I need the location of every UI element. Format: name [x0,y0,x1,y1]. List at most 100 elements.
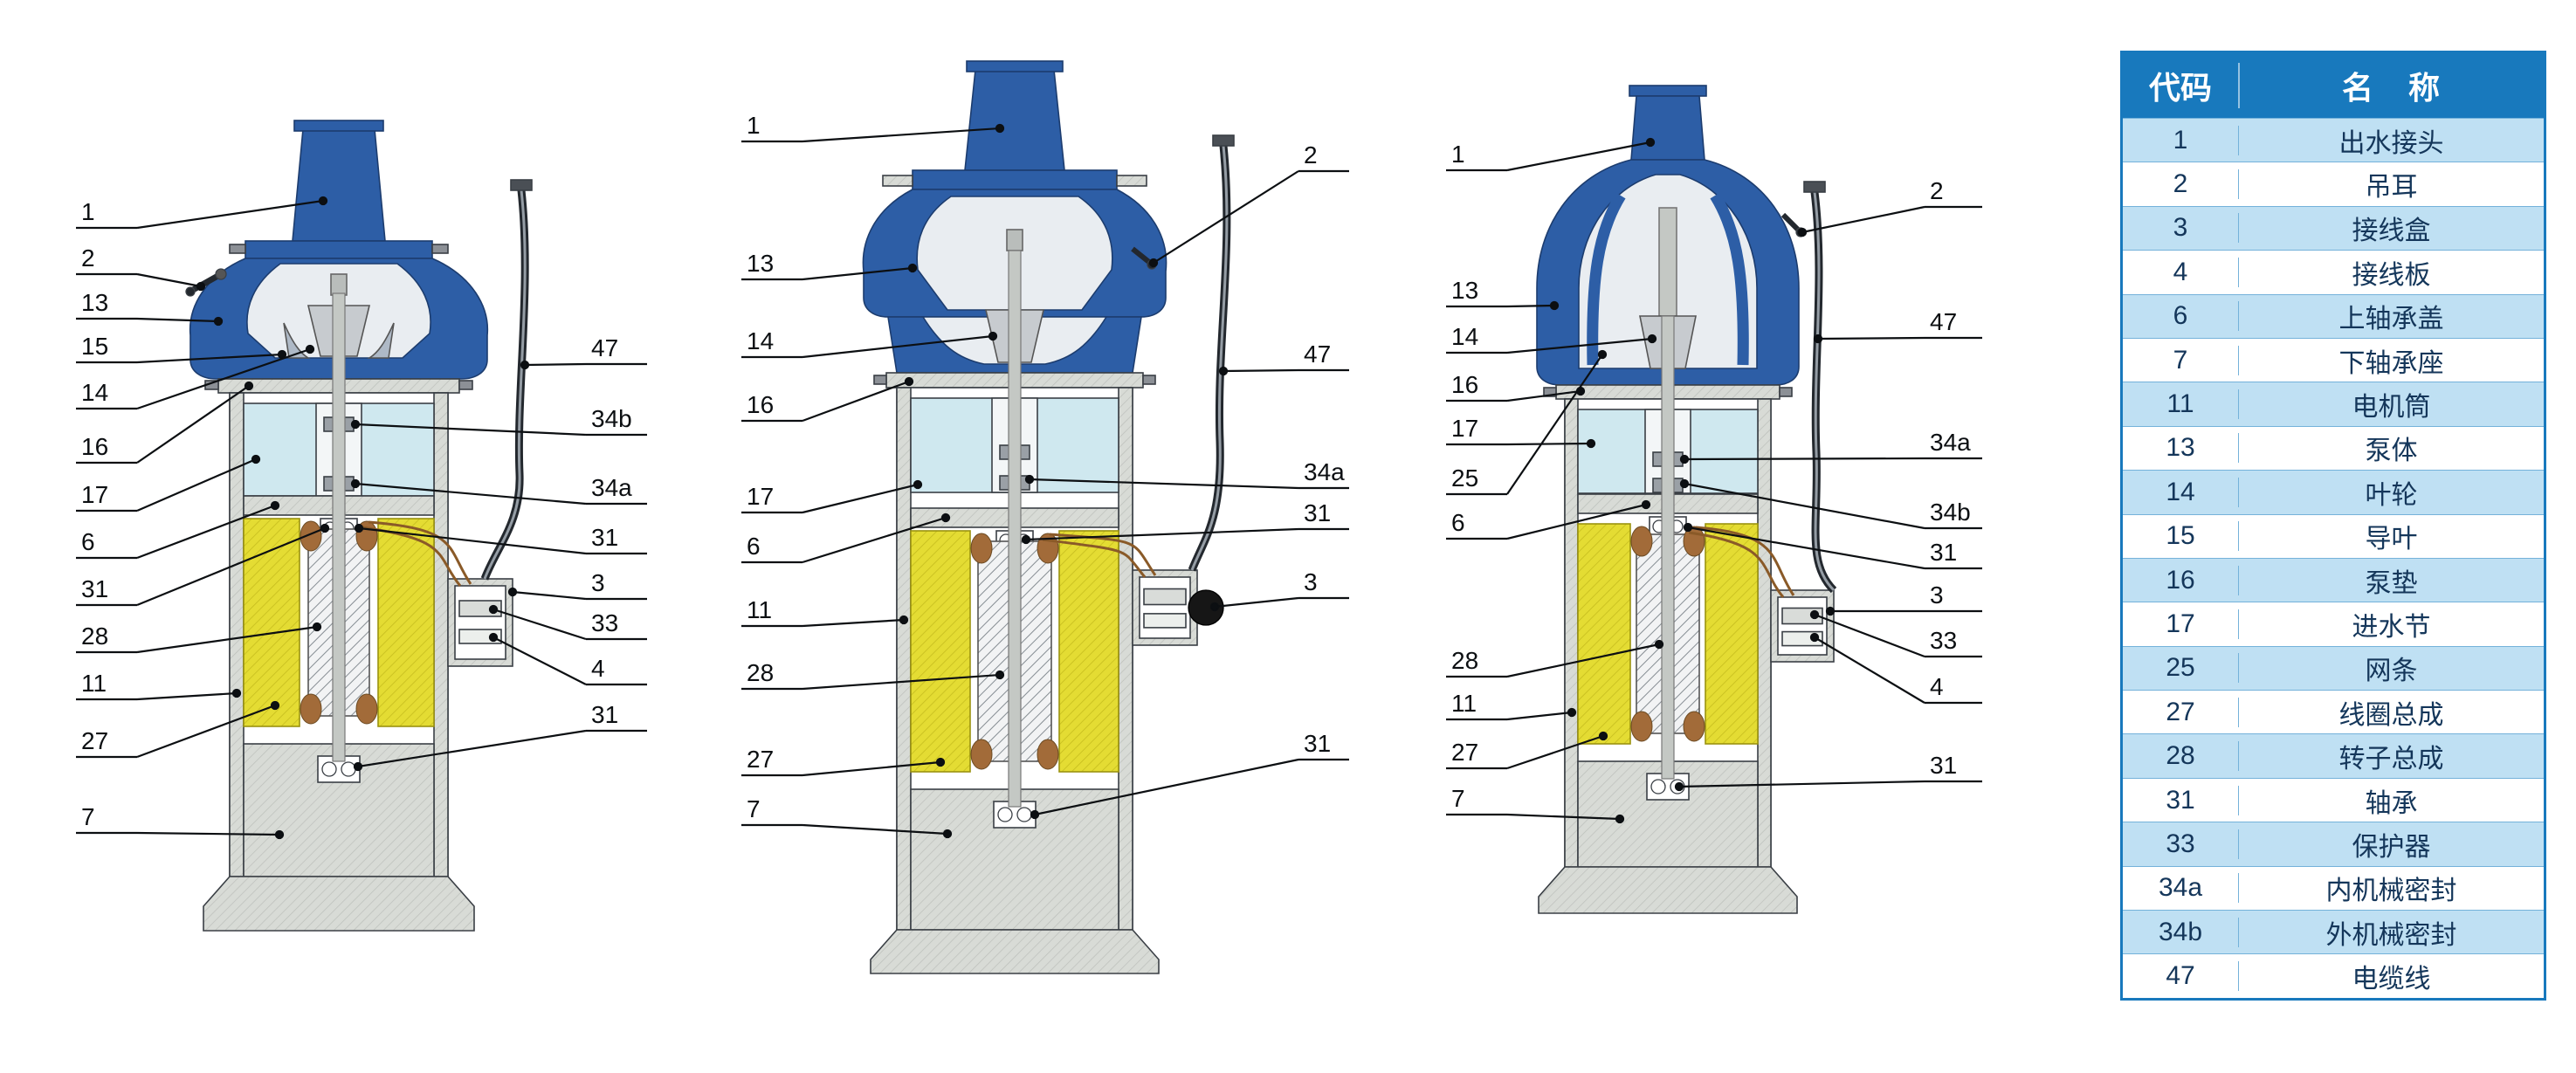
callout-7: 7 [81,803,95,830]
part-code-cell: 34b [2123,917,2239,947]
callout-31: 31 [1930,752,1957,779]
callout-17: 17 [1451,415,1478,442]
part-name-cell: 导叶 [2365,525,2418,554]
callout-11: 11 [1451,690,1477,717]
part-name-cell: 轴承 [2365,788,2418,818]
part-code-cell: 2 [2123,169,2239,200]
callout-16: 16 [747,391,774,418]
table-row: 1 出水接头 [2123,118,2544,162]
callout-2: 2 [81,244,95,272]
table-row: 14 叶轮 [2123,470,2544,514]
part-code-cell: 4 [2123,257,2239,287]
part-name-cell: 网条 [2365,657,2418,686]
callout-33: 33 [1930,627,1957,654]
callout-3: 3 [591,569,605,596]
callout-13: 13 [1451,277,1478,304]
part-code-cell: 28 [2123,741,2239,772]
part-name-cell: 接线盒 [2352,217,2431,246]
table-row: 27 线圈总成 [2123,690,2544,734]
callout-27: 27 [1451,739,1478,766]
part-name-cell: 泵体 [2365,437,2418,466]
callout-31: 31 [81,575,108,602]
header-name: 名 称 [2341,70,2442,106]
callout-34a: 34a [1304,458,1345,485]
part-name-cell: 出水接头 [2338,128,2444,158]
part-name-cell: 外机械密封 [2325,920,2457,950]
table-row: 3 接线盒 [2123,205,2544,251]
table-row: 17 进水节 [2123,602,2544,646]
part-name-cell: 叶轮 [2365,480,2418,510]
callout-31: 31 [1304,499,1331,526]
callout-7: 7 [1451,785,1465,812]
callout-14: 14 [747,327,774,354]
table-row: 31 轴承 [2123,777,2544,822]
part-name-cell: 转子总成 [2338,745,2444,774]
part-name-cell: 接线板 [2352,260,2431,290]
callout-17: 17 [747,483,774,510]
callout-6: 6 [81,528,95,555]
part-name-cell: 内机械密封 [2325,877,2457,906]
callout-13: 13 [747,250,774,277]
part-name-cell: 泵垫 [2365,568,2418,598]
part-code-cell: 14 [2123,477,2239,507]
table-row: 13 泵体 [2123,425,2544,471]
callout-1: 1 [1451,141,1465,168]
callout-11: 11 [747,596,772,623]
table-row: 33 保护器 [2123,822,2544,866]
part-code-cell: 11 [2123,389,2239,420]
callout-16: 16 [1451,371,1478,398]
callout-3: 3 [1930,581,1944,609]
table-row: 15 导叶 [2123,513,2544,558]
part-code-cell: 6 [2123,301,2239,332]
table-row: 4 接线板 [2123,250,2544,294]
callout-17: 17 [81,481,108,508]
part-code-cell: 13 [2123,433,2239,464]
part-name-cell: 电机筒 [2352,393,2431,423]
callout-33: 33 [591,609,618,636]
part-code-cell: 31 [2123,785,2239,815]
callout-34a: 34a [591,474,632,501]
callout-6: 6 [747,533,761,560]
callout-34b: 34b [1930,499,1971,526]
callout-7: 7 [747,795,761,822]
part-code-cell: 15 [2123,521,2239,552]
callout-28: 28 [1451,647,1478,674]
part-code-cell: 25 [2123,653,2239,684]
part-name-cell: 电缆线 [2352,965,2431,994]
callout-27: 27 [747,746,774,773]
callout-15: 15 [81,333,108,360]
part-name-cell: 进水节 [2352,612,2431,642]
part-name-cell: 线圈总成 [2338,700,2444,730]
part-code-cell: 1 [2123,125,2239,155]
part-code-cell: 7 [2123,345,2239,375]
callout-11: 11 [81,670,107,697]
part-code-cell: 3 [2123,213,2239,244]
callout-28: 28 [747,659,774,686]
part-name-cell: 下轴承座 [2338,348,2444,378]
callout-27: 27 [81,727,108,754]
callout-34b: 34b [591,405,632,432]
callout-31: 31 [591,701,618,728]
part-code-cell: 17 [2123,609,2239,639]
callout-47: 47 [1930,308,1957,335]
callout-31: 31 [1930,539,1957,566]
callout-31: 31 [1304,730,1331,757]
callout-2: 2 [1930,177,1944,204]
callout-47: 47 [1304,340,1331,368]
parts-table-header: 代码 名 称 [2123,53,2544,118]
part-code-cell: 27 [2123,697,2239,727]
part-name-cell: 吊耳 [2365,173,2418,203]
table-row: 7 下轴承座 [2123,337,2544,382]
part-name-cell: 保护器 [2352,832,2431,862]
callout-16: 16 [81,433,108,460]
table-row: 25 网条 [2123,645,2544,691]
part-code-cell: 33 [2123,829,2239,859]
